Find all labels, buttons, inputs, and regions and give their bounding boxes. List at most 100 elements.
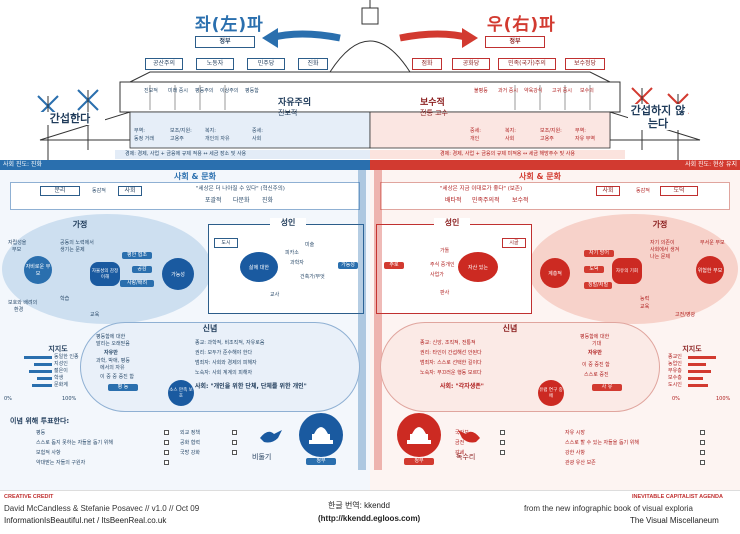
checklist-heading: 이념 위해 투표한다: (10, 417, 70, 425)
supporter-left-3: 젊은이 (54, 368, 68, 374)
family-right-heading: 가정 (652, 220, 668, 229)
adult-left-passion: 삶에 대한 (240, 252, 278, 282)
family-right-node-1: 자기 방어 (584, 250, 614, 257)
adult-right-heading: 성인 (434, 218, 470, 228)
belief-left-thought-3: 자유만 (104, 350, 118, 356)
economy-left: 경제: 경제, 사업 + 금융에 규제 적용 ↔ 세금 장소 및 사용 (125, 151, 247, 157)
left-big-value-1: 자유주의 (278, 98, 312, 108)
culture-right-item-1: 사회 (596, 186, 620, 196)
belief-left-thought-4: 과학, 박애, 평등 (96, 358, 130, 364)
right-big-value-2: 전통 고수 (420, 109, 448, 117)
adult-right-tag: 주로 (384, 262, 404, 269)
checkbox-left2-1[interactable] (232, 430, 237, 435)
family-left-inner-2: 생기는 문제 (60, 247, 85, 253)
footer-credit-site[interactable]: InformationIsBeautiful.net / ItsBeenReal… (4, 516, 167, 525)
checkbox-left-3[interactable] (164, 450, 169, 455)
right-value-3: 약육강식 (524, 88, 543, 94)
family-left-extra-2: 교육 (90, 312, 100, 318)
checkbox-left2-2[interactable] (232, 440, 237, 445)
check-right-4: 관광 유산 보존 (565, 460, 596, 466)
supporter-right-1: 종교인 (668, 354, 682, 360)
check-right-3: 강한 사항 (565, 450, 585, 456)
belief-right-row-3: 범죄자: 스스로 선택한 길이다 (420, 360, 482, 366)
party-left-3: 민주당 (247, 58, 285, 70)
checkbox-left-2[interactable] (164, 440, 169, 445)
base-right-trade: 무역: (575, 128, 586, 134)
footer-divider (0, 490, 740, 491)
family-left-label-3: 보호와 배려의 (8, 300, 38, 306)
social-change-left-bar: 사회 진도: 진화 (0, 160, 370, 170)
culture-left-heading: 사회 & 문화 (174, 172, 216, 181)
checkbox-right-4[interactable] (700, 460, 705, 465)
supporter-right-5: 도시인 (668, 382, 682, 388)
party-right-3: 민족(국가)주의 (498, 58, 556, 70)
gov-bottom-right: 정부 (404, 458, 434, 465)
party-left-2: 노동자 (196, 58, 234, 70)
left-value-4: 이상주의 (220, 88, 239, 94)
belief-left-equality: 평 등 (108, 384, 138, 391)
social-change-right-bar: 사회 진도: 현상 유지 (370, 160, 740, 170)
base-left-welfare-v: 개인의 자유 (205, 136, 230, 142)
base-right-subsidy: 보조/지원: (540, 128, 562, 134)
belief-right-thought-4: 이 중 증진 함 (582, 362, 610, 368)
check-right2-3: 감세 (455, 450, 465, 456)
left-intervene-label: 간섭한다 (35, 112, 105, 125)
right-value-2: 과거 중시 (498, 88, 518, 94)
right-government-label: 정부 (485, 36, 545, 48)
belief-left-cloud (80, 322, 360, 412)
family-right-node-4: 자유의 기회 (612, 258, 642, 284)
dove-icon (260, 430, 282, 443)
family-right-inner-3: 나는 문제 (650, 254, 670, 260)
belief-right-thought-3: 자유만 (588, 350, 602, 356)
base-right-tax: 중세: (470, 128, 481, 134)
family-left-heading: 가정 (72, 220, 88, 229)
belief-left-circle: 소스 만족 보호 (168, 380, 194, 406)
checkbox-right2-3[interactable] (500, 450, 505, 455)
check-left2-2: 공화 협력 (180, 440, 200, 446)
footer-translation: 한글 번역: kkendd (328, 501, 390, 510)
base-left-trade: 무역: (134, 128, 145, 134)
family-right-parent-node: 위험한 부모 (696, 256, 724, 284)
checkbox-right2-2[interactable] (500, 440, 505, 445)
family-left-extra-1: 학습 (60, 296, 70, 302)
check-right-2: 스스로 할 수 있는 자들을 돕기 위해 (565, 440, 639, 446)
base-right-welfare-v: 사회 (505, 136, 515, 142)
adult-left-heading: 성인 (270, 218, 306, 228)
belief-left-row-4: 노숙자: 사회 계계의 피해자 (195, 370, 253, 376)
family-left-inner-1: 공동의 노력에서 (60, 240, 94, 246)
economy-right: 경제: 경제, 사업 + 금융의 규제 미적용 ↔ 세금 해방주수 및 사용 (440, 151, 575, 157)
base-left-subsidy-v: 고용주 (170, 136, 184, 142)
check-left-2: 스스로 돕지 못하는 자들을 돕기 위해 (36, 440, 113, 446)
family-left-node-5: 사랑/배려 (120, 280, 154, 287)
right-value-1: 불평등 (474, 88, 488, 94)
checkbox-right-3[interactable] (700, 450, 705, 455)
checkbox-left-4[interactable] (164, 460, 169, 465)
checkbox-right-2[interactable] (700, 440, 705, 445)
checkbox-left-1[interactable] (164, 430, 169, 435)
family-right-inner-1: 자기 의존이 (650, 240, 675, 246)
check-left2-3: 국방 강화 (180, 450, 200, 456)
checkbox-left2-3[interactable] (232, 450, 237, 455)
checkbox-right2-1[interactable] (500, 430, 505, 435)
right-value-5: 보수의 (580, 88, 594, 94)
culture-right-item-2: 동감적 (636, 188, 650, 194)
culture-left-quote: "세상은 더 나아질 수 있다" (혁신주의) (196, 186, 285, 192)
capitol-left-badge-icon (299, 413, 343, 457)
culture-right-heading: 사회 & 문화 (519, 172, 561, 181)
family-right-node-2: 도덕 (584, 266, 604, 273)
adult-left-city: 도시 (214, 238, 238, 248)
footer-translation-url[interactable]: (http://kkendd.egloos.com) (318, 514, 421, 523)
family-left-label-1: 자립성을 (8, 240, 27, 246)
family-right-extra-1: 능력 (640, 296, 650, 302)
percent-right-100: 100% (716, 396, 731, 402)
base-right-trade-v: 자유 무역 (575, 136, 595, 142)
left-government-label: 정부 (195, 36, 255, 48)
belief-left-row-2: 권리: 모두가 준수해야 한다 (195, 350, 253, 356)
belief-right-thought-5: 스스로 증진 (584, 372, 609, 378)
checkbox-right-1[interactable] (700, 430, 705, 435)
adult-right-label-1: 가톨 (440, 248, 450, 254)
belief-right-thought-2: 기대 (592, 341, 602, 347)
family-left-node-3: 공감 (132, 266, 152, 273)
check-left-3: 보험적 사항 (36, 450, 61, 456)
culture-right-tag-2: 민족주의적 (472, 197, 500, 204)
